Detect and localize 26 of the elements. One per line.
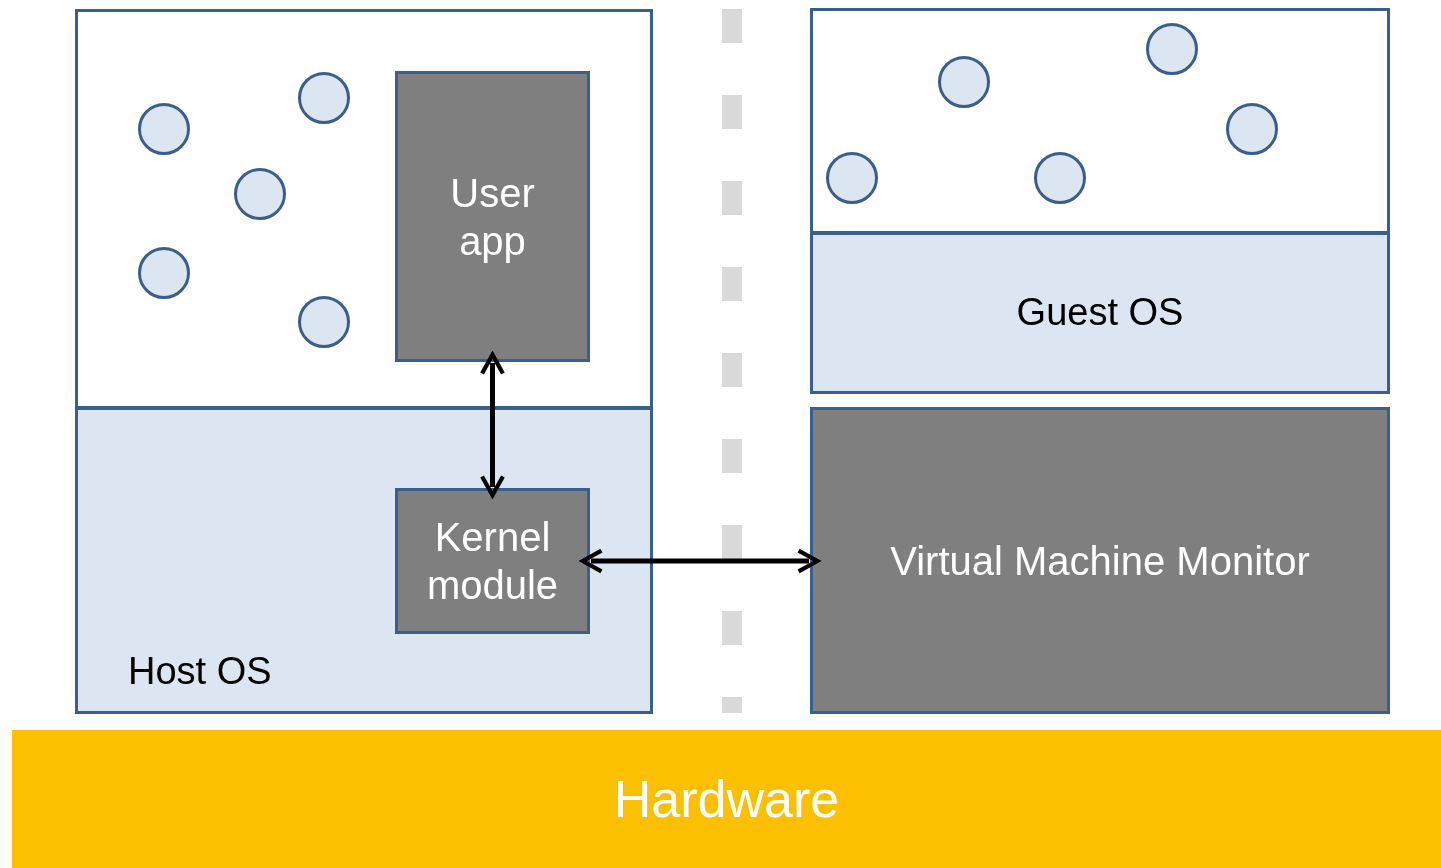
app-circle [138,103,190,155]
user-app-box [395,71,590,362]
box-label: User app [449,169,536,265]
box-label: Hardware [612,768,841,830]
app-circle [298,296,350,348]
box-label: Host OS [128,649,272,695]
app-area-box [75,9,653,409]
app-circle [1226,103,1278,155]
app-circle [234,168,286,220]
app-circle [938,56,990,108]
guest-os-layer [810,232,1390,394]
double-arrow [580,548,820,574]
vmm-box [810,407,1390,714]
app-circle [138,247,190,299]
kernel-module-box [395,488,590,634]
box-label: Guest OS [1015,290,1185,336]
app-circle [298,72,350,124]
app-circle [1146,23,1198,75]
box-label: Virtual Machine Monitor [889,537,1311,585]
hardware-bar [12,730,1441,868]
box-label: Kernel module [425,514,560,609]
double-arrow [480,352,505,498]
app-circle [1034,152,1086,204]
host-os-layer [75,407,653,714]
app-circle [826,152,878,204]
app-area-box [810,8,1390,234]
